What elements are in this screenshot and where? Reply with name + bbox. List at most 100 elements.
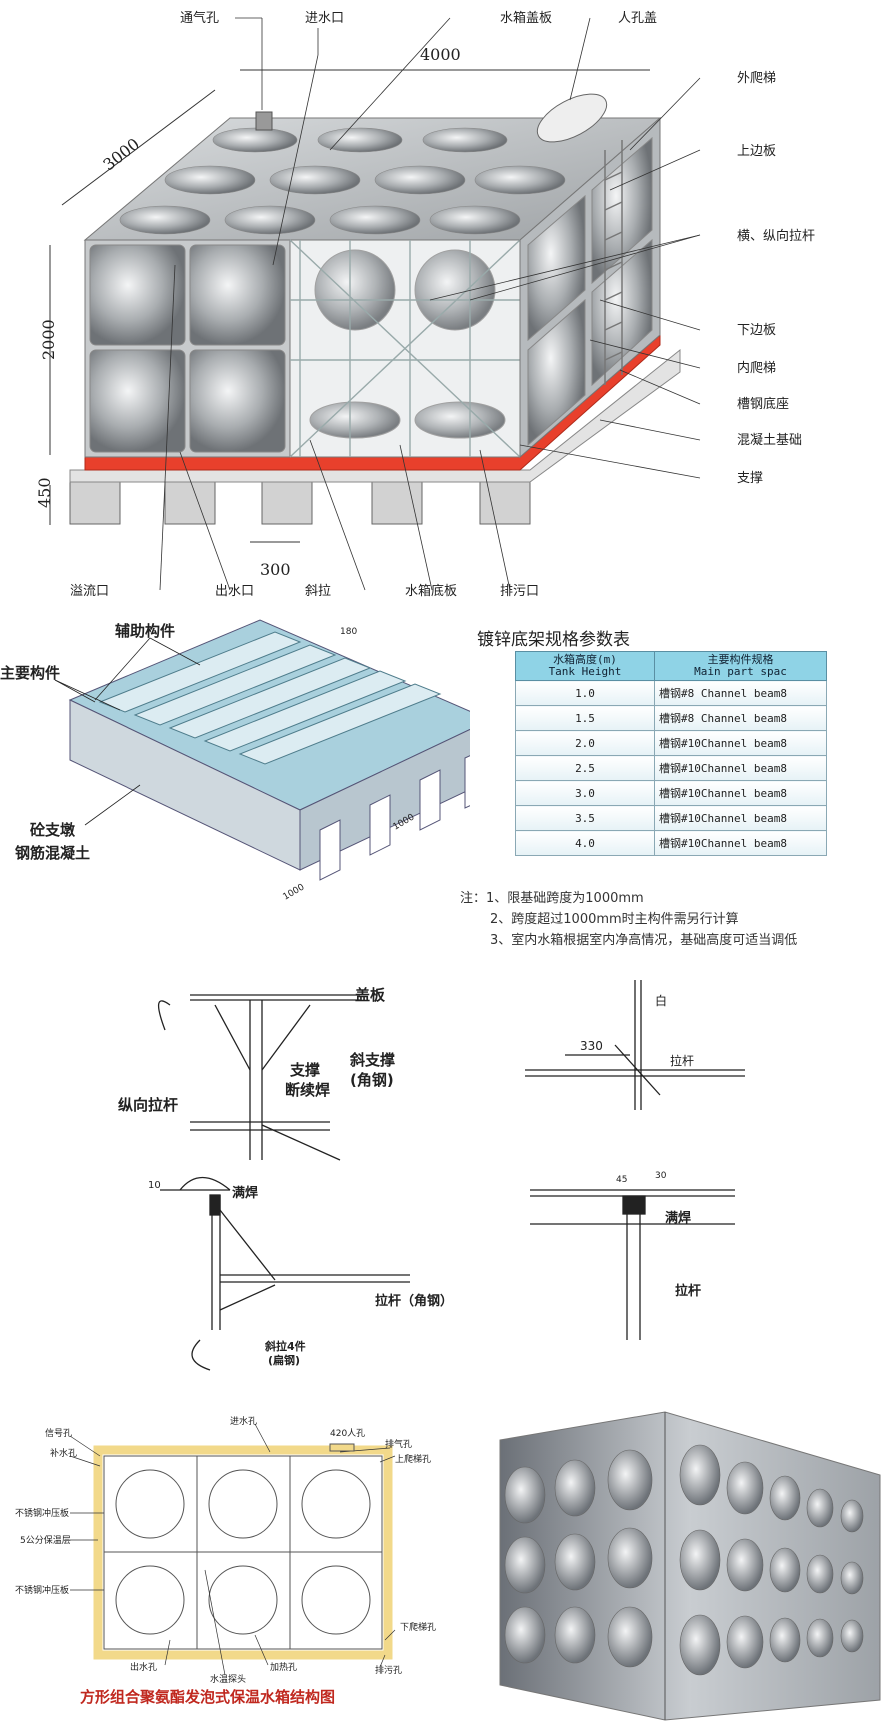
svg-text:盖板: 盖板 bbox=[355, 986, 386, 1004]
note-3: 3、室内水箱根据室内净高情况，基础高度可适当调低 bbox=[490, 933, 798, 948]
svg-text:180: 180 bbox=[340, 627, 357, 637]
base-frame-section: 辅助构件 主要构件 砼支墩 钢筋混凝土 180 1000 1000 bbox=[0, 610, 889, 960]
detail-c bbox=[160, 1177, 410, 1371]
svg-text:45: 45 bbox=[616, 1175, 627, 1185]
tank-diagram-section: 4000 3000 2000 450 300 通气孔 进水口 水箱盖板 人孔盖 … bbox=[0, 0, 889, 610]
spec-head-height: 水箱高度(m)Tank Height bbox=[515, 651, 655, 681]
base-frame-diagram: 辅助构件 主要构件 砼支墩 钢筋混凝土 180 1000 1000 bbox=[0, 619, 492, 903]
svg-text:斜支撑: 斜支撑 bbox=[349, 1051, 395, 1069]
svg-text:10: 10 bbox=[148, 1180, 161, 1191]
outer-ladder bbox=[604, 140, 623, 385]
svg-text:混凝土基础: 混凝土基础 bbox=[737, 432, 802, 448]
svg-text:下爬梯孔: 下爬梯孔 bbox=[400, 1621, 436, 1633]
svg-text:人孔盖: 人孔盖 bbox=[618, 11, 657, 26]
svg-text:450: 450 bbox=[35, 477, 54, 508]
svg-text:排污孔: 排污孔 bbox=[375, 1664, 402, 1676]
svg-text:4000: 4000 bbox=[420, 45, 461, 64]
svg-text:斜拉4件: 斜拉4件 bbox=[264, 1339, 306, 1353]
detail-a bbox=[158, 994, 360, 1161]
svg-text:斜拉: 斜拉 bbox=[305, 584, 331, 599]
svg-text:拉杆: 拉杆 bbox=[670, 1053, 694, 1068]
svg-text:出水孔: 出水孔 bbox=[130, 1661, 157, 1673]
svg-text:满焊: 满焊 bbox=[665, 1210, 691, 1226]
svg-text:信号孔: 信号孔 bbox=[45, 1427, 72, 1439]
svg-text:2000: 2000 bbox=[39, 319, 58, 360]
svg-text:溢流口: 溢流口 bbox=[70, 584, 109, 599]
svg-text:330: 330 bbox=[580, 1039, 603, 1053]
insulated-labels: 信号孔 补水孔 进水孔 420人孔 排气孔 上爬梯孔 不锈钢冲压板 5公分保温层… bbox=[15, 1415, 436, 1685]
svg-text:横、纵向拉杆: 横、纵向拉杆 bbox=[737, 228, 815, 244]
svg-text:(扁钢): (扁钢) bbox=[268, 1353, 300, 1367]
detail-d bbox=[530, 1189, 735, 1340]
insulated-tank-plan: 信号孔 补水孔 进水孔 420人孔 排气孔 上爬梯孔 不锈钢冲压板 5公分保温层… bbox=[15, 1415, 436, 1706]
svg-text:通气孔: 通气孔 bbox=[180, 10, 219, 26]
tank-callout-labels: 通气孔 进水口 水箱盖板 人孔盖 外爬梯 上边板 横、纵向拉杆 下边板 内爬梯 … bbox=[70, 10, 815, 599]
weld-detail-drawings: 盖板 支撑 斜支撑 (角钢) 断续焊 纵向拉杆 330 拉杆 白 10 满焊 拉… bbox=[118, 980, 745, 1371]
tank-isometric-diagram: 4000 3000 2000 450 300 通气孔 进水口 水箱盖板 人孔盖 … bbox=[35, 10, 815, 599]
svg-text:槽钢底座: 槽钢底座 bbox=[737, 396, 789, 412]
svg-text:水温探头: 水温探头 bbox=[210, 1673, 246, 1685]
detail-d-labels: 45 30 满焊 拉杆 bbox=[616, 1171, 701, 1299]
svg-text:3000: 3000 bbox=[99, 134, 143, 174]
detail-a-labels: 盖板 支撑 斜支撑 (角钢) 断续焊 纵向拉杆 bbox=[118, 986, 395, 1114]
svg-text:不锈钢冲压板: 不锈钢冲压板 bbox=[15, 1584, 69, 1596]
tank-photo bbox=[499, 1411, 881, 1721]
insulated-tank-section: 信号孔 补水孔 进水孔 420人孔 排气孔 上爬梯孔 不锈钢冲压板 5公分保温层… bbox=[0, 1400, 889, 1733]
svg-text:上爬梯孔: 上爬梯孔 bbox=[395, 1453, 431, 1465]
detail-c-labels: 10 满焊 拉杆（角钢） 斜拉4件 (扁钢) bbox=[148, 1180, 453, 1367]
manhole-cover bbox=[536, 93, 608, 143]
frame-labels: 辅助构件 主要构件 砼支墩 钢筋混凝土 bbox=[0, 622, 175, 862]
detail-b bbox=[525, 980, 745, 1110]
svg-text:(角钢): (角钢) bbox=[350, 1071, 394, 1089]
notes: 注：1、限基础跨度为1000mm 2、跨度超过1000mm时主构件需另行计算 3… bbox=[460, 888, 797, 951]
vent-hole bbox=[255, 111, 273, 131]
svg-text:下边板: 下边板 bbox=[737, 323, 776, 338]
svg-text:内爬梯: 内爬梯 bbox=[737, 360, 776, 376]
svg-text:白: 白 bbox=[655, 993, 667, 1008]
detail-b-labels: 330 拉杆 白 bbox=[580, 993, 694, 1068]
tank-front-panels bbox=[84, 239, 521, 458]
svg-text:420人孔: 420人孔 bbox=[330, 1428, 365, 1439]
svg-text:断续焊: 断续焊 bbox=[285, 1081, 330, 1099]
svg-text:纵向拉杆: 纵向拉杆 bbox=[118, 1096, 178, 1114]
svg-text:进水孔: 进水孔 bbox=[230, 1415, 257, 1427]
svg-text:水箱底板: 水箱底板 bbox=[405, 583, 457, 599]
svg-text:辅助构件: 辅助构件 bbox=[115, 622, 175, 640]
svg-text:钢筋混凝土: 钢筋混凝土 bbox=[15, 844, 90, 862]
svg-text:进水口: 进水口 bbox=[305, 11, 344, 26]
svg-text:外爬梯: 外爬梯 bbox=[737, 71, 776, 86]
svg-text:补水孔: 补水孔 bbox=[50, 1447, 77, 1459]
svg-text:满焊: 满焊 bbox=[232, 1185, 258, 1201]
svg-text:加热孔: 加热孔 bbox=[270, 1661, 297, 1673]
svg-text:主要构件: 主要构件 bbox=[0, 664, 60, 682]
svg-text:300: 300 bbox=[260, 560, 291, 579]
svg-text:拉杆（角钢）: 拉杆（角钢） bbox=[375, 1293, 453, 1309]
insulated-caption: 方形组合聚氨酯发泡式保温水箱结构图 bbox=[80, 1688, 335, 1706]
svg-text:砼支墩: 砼支墩 bbox=[30, 821, 76, 839]
svg-text:排气孔: 排气孔 bbox=[385, 1438, 412, 1450]
weld-detail-section: 盖板 支撑 斜支撑 (角钢) 断续焊 纵向拉杆 330 拉杆 白 10 满焊 拉… bbox=[0, 960, 889, 1400]
svg-text:出水口: 出水口 bbox=[215, 584, 254, 599]
svg-text:上边板: 上边板 bbox=[737, 144, 776, 159]
svg-text:30: 30 bbox=[655, 1171, 667, 1181]
svg-text:不锈钢冲压板: 不锈钢冲压板 bbox=[15, 1507, 69, 1519]
svg-text:水箱盖板: 水箱盖板 bbox=[500, 10, 552, 26]
note-2: 2、跨度超过1000mm时主构件需另行计算 bbox=[490, 912, 739, 927]
spec-table-title: 镀锌底架规格参数表 bbox=[477, 630, 630, 650]
svg-text:支撑: 支撑 bbox=[737, 471, 763, 486]
note-1: 注：1、限基础跨度为1000mm bbox=[460, 891, 644, 906]
svg-text:拉杆: 拉杆 bbox=[675, 1283, 701, 1299]
svg-text:支撑: 支撑 bbox=[289, 1061, 320, 1079]
svg-text:排污口: 排污口 bbox=[500, 584, 539, 599]
insulated-tank-diagrams: 信号孔 补水孔 进水孔 420人孔 排气孔 上爬梯孔 不锈钢冲压板 5公分保温层… bbox=[15, 1411, 881, 1721]
svg-text:5公分保温层: 5公分保温层 bbox=[20, 1534, 71, 1546]
svg-text:1000: 1000 bbox=[282, 882, 307, 902]
